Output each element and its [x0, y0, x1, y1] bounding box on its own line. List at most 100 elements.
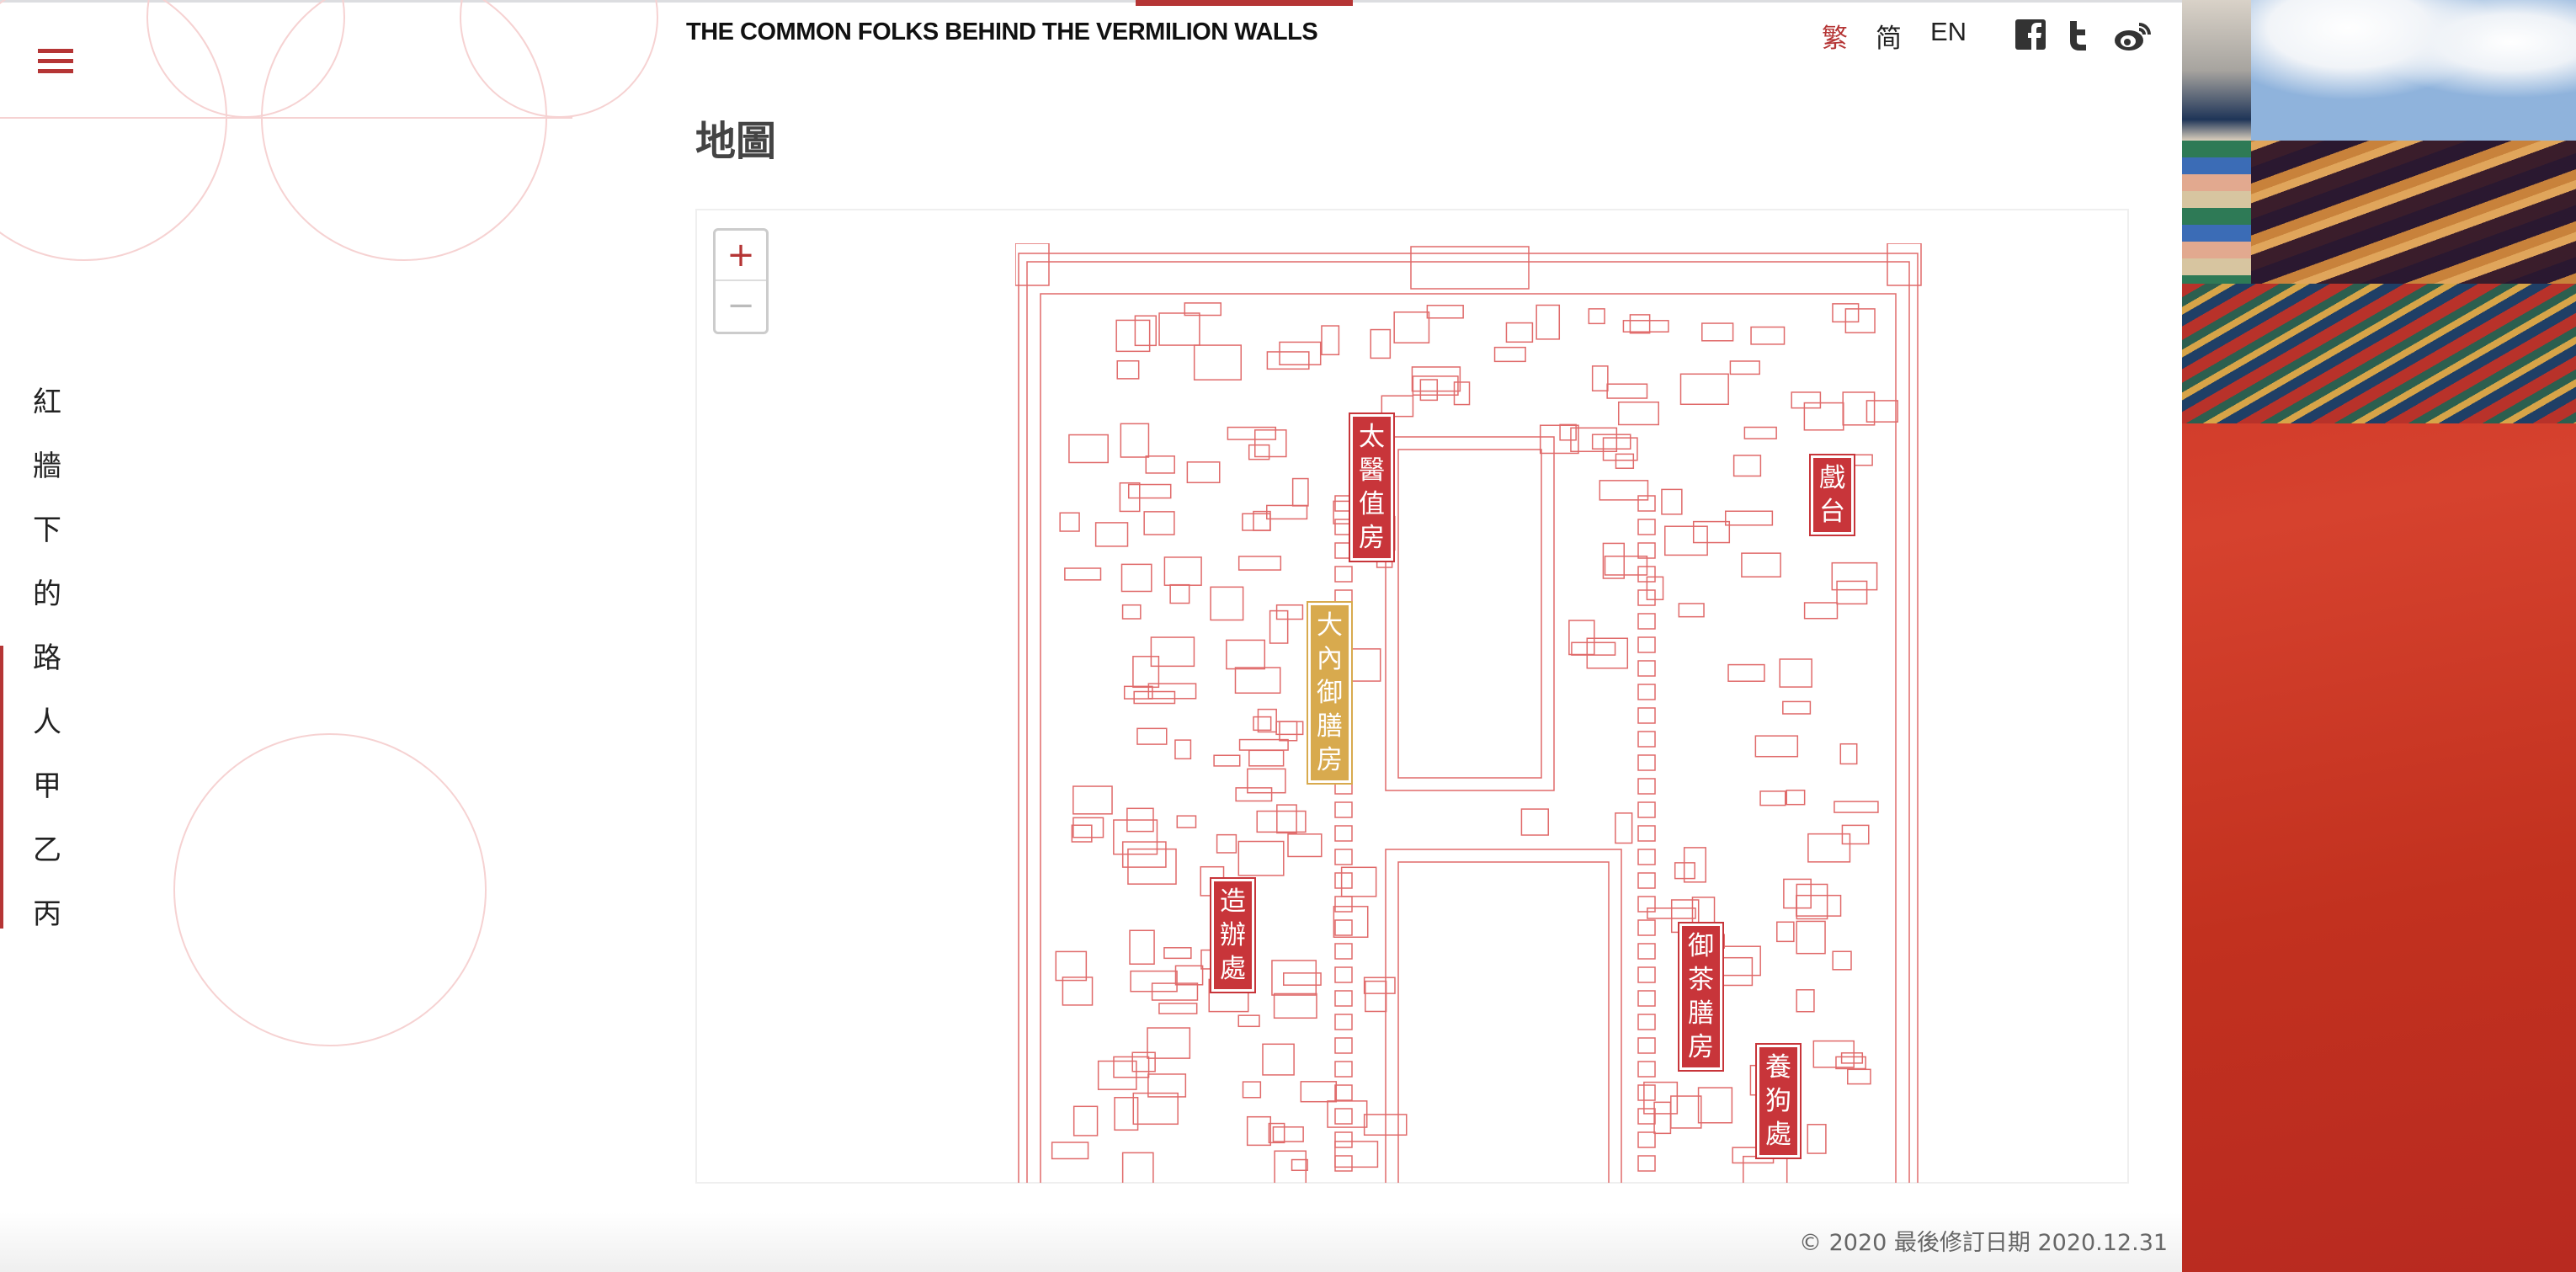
- map-building: [1114, 1097, 1139, 1131]
- place-label-opera-stage[interactable]: 戲台: [1809, 454, 1855, 536]
- title-char: 牆: [33, 450, 61, 483]
- path-marker: [1334, 825, 1353, 842]
- place-label-kennel[interactable]: 養狗處: [1755, 1043, 1802, 1159]
- map-building: [1803, 602, 1839, 620]
- path-marker: [1637, 801, 1656, 818]
- path-marker: [1334, 919, 1353, 936]
- map-building: [1852, 454, 1873, 466]
- map-building: [1716, 945, 1761, 977]
- path-marker: [1334, 495, 1353, 512]
- map-building: [1520, 808, 1549, 836]
- map-building: [1158, 1003, 1198, 1014]
- menu-button[interactable]: [38, 49, 73, 74]
- map-building: [1839, 742, 1858, 765]
- path-marker: [1637, 1108, 1656, 1125]
- zoom-out-button[interactable]: −: [726, 286, 755, 325]
- map-building: [1120, 423, 1150, 458]
- map-building: [1121, 1152, 1154, 1183]
- path-marker: [1637, 660, 1656, 677]
- map-building: [1411, 366, 1461, 392]
- inner-wall: [1040, 293, 1897, 1183]
- map-building: [1732, 455, 1762, 477]
- map-building: [1274, 1150, 1307, 1183]
- map-building: [1786, 790, 1806, 806]
- map-building: [1643, 1081, 1679, 1115]
- path-marker: [1637, 896, 1656, 913]
- map-building: [1363, 977, 1396, 994]
- map-building: [1127, 483, 1172, 499]
- decor-circle: [261, 0, 547, 261]
- map-building: [1807, 833, 1851, 863]
- central-court: [1397, 449, 1542, 779]
- title-char: 人: [33, 705, 61, 739]
- map-building: [1505, 322, 1534, 343]
- path-marker: [1637, 1014, 1656, 1030]
- map-building: [1588, 308, 1605, 325]
- corner-tower: [1015, 243, 1050, 286]
- map-building: [1363, 1114, 1408, 1136]
- path-marker: [1334, 542, 1353, 559]
- map-building: [1272, 1126, 1304, 1142]
- map-building: [1163, 947, 1192, 960]
- map-building: [1724, 510, 1774, 526]
- map-building: [1300, 1081, 1338, 1103]
- zoom-in-button[interactable]: +: [716, 231, 766, 281]
- map-building: [1602, 542, 1625, 579]
- title-char: 丙: [33, 897, 61, 931]
- map-building: [1068, 434, 1109, 464]
- map-building: [1072, 785, 1113, 815]
- path-marker: [1637, 707, 1656, 724]
- map-building: [1248, 749, 1285, 767]
- map-building: [1865, 400, 1898, 423]
- site-title[interactable]: THE COMMON FOLKS BEHIND THE VERMILION WA…: [686, 19, 1318, 45]
- map-building: [1539, 424, 1579, 455]
- map-building: [1599, 480, 1649, 501]
- eaves-photo: [2182, 284, 2576, 423]
- map-building: [1262, 1043, 1295, 1076]
- map-building: [1836, 580, 1868, 605]
- palace-map-drawing[interactable]: [1015, 243, 1923, 1183]
- map-building: [1591, 434, 1631, 450]
- map-building: [1796, 989, 1815, 1013]
- map-building: [1193, 344, 1242, 381]
- map-building: [1381, 395, 1414, 418]
- decor-circle: [0, 0, 227, 261]
- map-building: [1121, 841, 1167, 868]
- map-building: [1812, 1040, 1855, 1068]
- path-marker: [1637, 1131, 1656, 1148]
- path-marker: [1334, 896, 1353, 913]
- facebook-icon[interactable]: [2015, 19, 2047, 51]
- map-building: [1750, 326, 1786, 345]
- map-building: [1743, 426, 1777, 439]
- map-building: [1113, 819, 1158, 855]
- map-building: [1283, 972, 1322, 986]
- path-marker: [1334, 849, 1353, 865]
- map-building: [1535, 304, 1561, 340]
- place-label-workshop[interactable]: 造辦處: [1210, 877, 1256, 993]
- map-building: [1248, 444, 1270, 460]
- map-building: [1121, 604, 1142, 620]
- place-label-imperial-kitchen[interactable]: 大內御膳房: [1307, 601, 1353, 785]
- weibo-icon[interactable]: [2114, 19, 2153, 51]
- path-marker: [1637, 919, 1656, 936]
- twitter-icon[interactable]: [2067, 19, 2099, 51]
- lang-traditional[interactable]: 繁: [1822, 24, 1848, 54]
- map-building: [1840, 1052, 1864, 1064]
- map-building: [1257, 708, 1277, 733]
- map-building: [1291, 1158, 1308, 1172]
- map-building: [1133, 690, 1176, 705]
- map-building: [1679, 373, 1729, 406]
- place-label-imperial-physicians[interactable]: 太醫值房: [1349, 412, 1395, 562]
- place-label-tea-kitchen[interactable]: 御茶膳房: [1678, 922, 1724, 1072]
- path-marker: [1637, 1155, 1656, 1172]
- map-building: [1661, 488, 1683, 515]
- lang-simplified[interactable]: 简: [1876, 24, 1902, 54]
- map-building: [1279, 341, 1322, 365]
- lang-english[interactable]: EN: [1930, 17, 1967, 46]
- map-building: [1622, 320, 1669, 333]
- path-marker: [1637, 943, 1656, 960]
- path-marker: [1334, 1108, 1353, 1125]
- map-building: [1321, 325, 1340, 356]
- map-building: [1782, 700, 1812, 715]
- path-marker: [1334, 990, 1353, 1007]
